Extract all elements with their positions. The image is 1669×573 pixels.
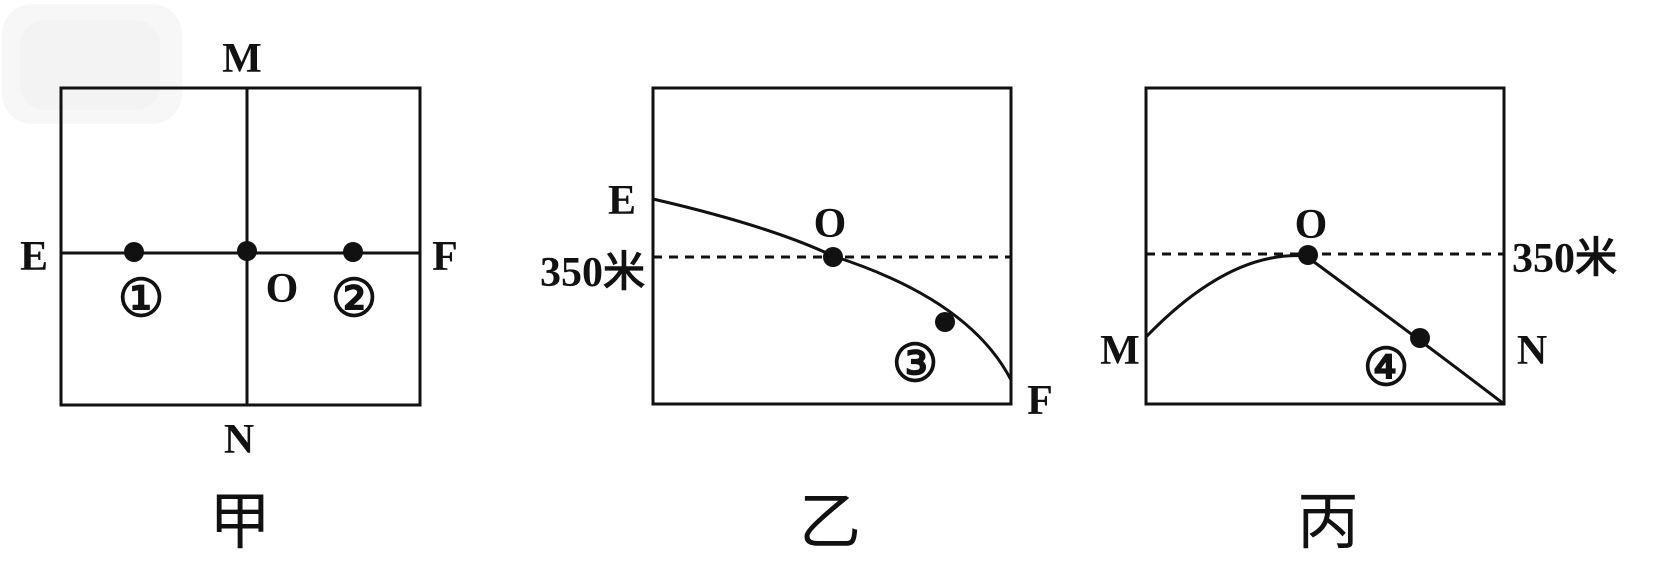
- panel-yi-caption: 乙: [799, 485, 861, 558]
- panel-jia-frame: [59, 86, 422, 407]
- panel-jia-label-O: O: [266, 266, 299, 312]
- panel-yi-label-point-3: ③: [892, 336, 939, 393]
- panel-yi: E F O ③ 350米 乙: [540, 86, 1053, 558]
- panel-yi-frame: [651, 86, 1013, 406]
- watermark-blur: [2, 4, 182, 124]
- panel-bing-profile-curve: [1144, 254, 1505, 406]
- panel-yi-label-F: F: [1027, 378, 1053, 424]
- panel-bing: M N O ④ 350米 丙: [1100, 86, 1617, 558]
- panel-bing-caption: 丙: [1297, 485, 1359, 558]
- panel-jia-label-E: E: [20, 234, 48, 280]
- panel-bing-label-O: O: [1295, 202, 1328, 248]
- panel-jia-label-N: N: [224, 417, 254, 463]
- panel-bing-elevation-label: 350米: [1512, 235, 1617, 282]
- panel-bing-frame: [1144, 86, 1506, 406]
- panel-bing-point-4: [1410, 328, 1430, 348]
- panel-yi-point-3: [935, 312, 955, 332]
- panel-yi-label-O: O: [814, 201, 847, 247]
- panel-jia-label-F: F: [432, 234, 458, 280]
- panel-jia-point-O: [237, 241, 257, 261]
- panel-bing-point-O: [1298, 245, 1318, 265]
- panel-bing-label-M: M: [1100, 328, 1140, 374]
- panel-jia-label-point-1: ①: [118, 271, 165, 328]
- panel-jia-caption: 甲: [209, 485, 271, 558]
- panel-bing-label-point-4: ④: [1363, 340, 1410, 397]
- panel-jia-label-point-2: ②: [331, 271, 378, 328]
- panel-bing-label-N: N: [1517, 328, 1547, 374]
- panel-jia: M N E F O ① ② 甲: [20, 36, 458, 558]
- panel-jia-point-2: [343, 242, 363, 262]
- panel-yi-label-E: E: [608, 178, 636, 224]
- panel-jia-label-M: M: [222, 36, 262, 82]
- panel-yi-elevation-label: 350米: [540, 249, 645, 296]
- panel-yi-point-O: [823, 247, 843, 267]
- panel-jia-point-1: [124, 242, 144, 262]
